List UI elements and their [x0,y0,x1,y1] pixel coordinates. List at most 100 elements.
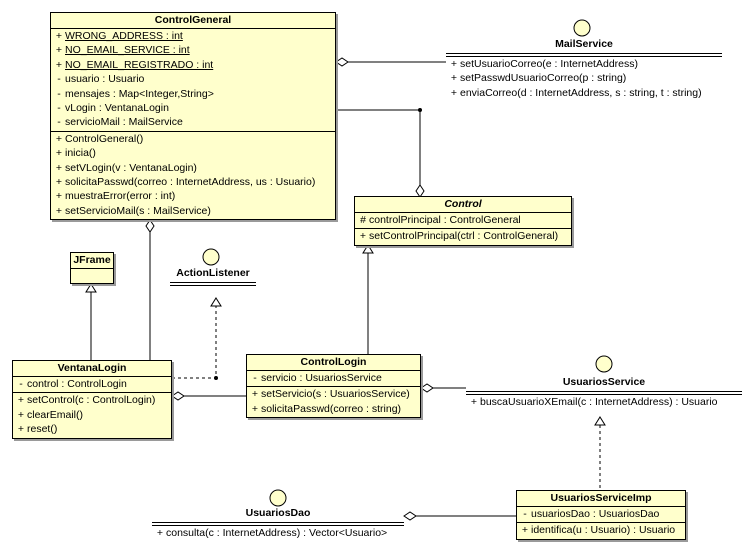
interface-name: UsuariosDao [245,507,311,519]
visibility-marker: - [523,508,527,520]
operation-row: +clearEmail() [13,408,171,422]
operation-text: identifica(u : Usuario) : Usuario [531,524,676,537]
class-jframe[interactable]: JFrame [70,252,114,284]
operation-row: +solicitaPasswd(correo : string) [247,402,420,416]
class-controllogin[interactable]: ControlLogin -servicio : UsuariosService… [246,354,421,419]
attribute-row: -mensajes : Map<Integer,String> [51,87,335,101]
interface-name: UsuariosService [562,376,646,388]
class-name: Control [355,197,571,213]
attribute-text: servicioMail : MailService [65,116,183,129]
attribute-row: -usuariosDao : UsuariosDao [517,507,685,521]
interface-usuariosdao[interactable]: UsuariosDao +consulta(c : InternetAddres… [152,507,404,540]
operation-row: +setVLogin(v : VentanaLogin) [51,161,335,175]
operation-text: enviaCorreo(d : InternetAddress, s : str… [460,86,702,99]
operation-text: reset() [27,423,58,436]
interface-circle-actionlistener [202,248,220,266]
operation-text: setControlPrincipal(ctrl : ControlGenera… [369,230,559,243]
operation-section: +setControl(c : ControlLogin)+clearEmail… [13,393,171,437]
attribute-text: vLogin : VentanaLogin [65,102,169,115]
attribute-text: usuariosDao : UsuariosDao [531,508,660,520]
operation-row: +inicia() [51,146,335,160]
visibility-marker: + [17,408,25,421]
attribute-section: -servicio : UsuariosService [247,371,420,388]
interface-circle-usuariosservice [595,355,613,373]
attribute-text: mensajes : Map<Integer,String> [65,87,214,100]
operation-row: +setControlPrincipal(ctrl : ControlGener… [355,229,571,243]
visibility-marker: + [17,423,25,436]
operation-row: +ControlGeneral() [51,132,335,146]
aggregation-diamond [145,219,155,233]
attribute-text: servicio : UsuariosService [261,372,382,384]
visibility-marker: + [55,190,63,203]
aggregation-diamond [335,57,349,67]
operation-section: +consulta(c : InternetAddress) : Vector<… [152,526,404,540]
operation-text: consulta(c : InternetAddress) : Vector<U… [166,527,388,539]
visibility-marker: + [521,524,529,537]
operation-section: +identifica(u : Usuario) : Usuario [517,523,685,538]
operation-row: +buscaUsuarioXEmail(c : InternetAddress)… [466,395,742,409]
aggregation-diamond [420,383,434,393]
realization-arrow [210,297,222,307]
visibility-marker: + [450,58,458,70]
attribute-text: control : ControlLogin [27,378,127,390]
operation-row: +muestraError(error : int) [51,189,335,203]
junction-dot [214,376,218,380]
class-name: VentanaLogin [13,361,171,377]
visibility-marker: + [55,132,63,145]
operation-section: +ControlGeneral()+inicia()+setVLogin(v :… [51,132,335,219]
interface-usuariosservice[interactable]: UsuariosService +buscaUsuarioXEmail(c : … [466,376,742,409]
operation-row: +consulta(c : InternetAddress) : Vector<… [152,526,404,540]
operation-text: setServicioMail(s : MailService) [65,204,211,217]
attribute-text: usuario : Usuario [65,73,145,86]
visibility-marker: + [359,230,367,243]
operation-text: setServicio(s : UsuariosService) [261,388,410,401]
operation-text: solicitaPasswd(correo : string) [261,402,402,415]
class-name: UsuariosServiceImp [517,491,685,507]
operation-text: setControl(c : ControlLogin) [27,394,156,407]
visibility-marker: + [55,30,63,42]
realization-ventanalogin-actionlistener [172,306,217,379]
class-name: ControlLogin [247,355,420,371]
interface-mailservice[interactable]: MailService +setUsuarioCorreo(e : Intern… [446,38,722,100]
operation-text: setPasswdUsuarioCorreo(p : string) [460,72,627,85]
class-control[interactable]: Control #controlPrincipal : ControlGener… [354,196,572,246]
association-controlgeneral-control [336,109,421,185]
visibility-marker: + [55,204,63,217]
operation-row: +solicitaPasswd(correo : InternetAddress… [51,175,335,189]
attribute-text: NO_EMAIL_REGISTRADO : int [65,58,214,71]
interface-name: MailService [555,38,613,50]
interface-name: ActionListener [176,267,250,279]
aggregation-diamond [171,391,185,401]
visibility-marker: + [251,402,259,415]
operation-row: +reset() [13,422,171,436]
attribute-section: -usuariosDao : UsuariosDao [517,507,685,524]
visibility-marker: + [55,44,63,57]
interface-circle-usuariosdao [269,489,287,507]
interface-divider [152,522,404,526]
operation-section: +setControlPrincipal(ctrl : ControlGener… [355,229,571,244]
class-controlgeneral[interactable]: ControlGeneral +WRONG_ADDRESS : int+NO_E… [50,12,336,221]
visibility-marker: + [156,527,164,539]
visibility-marker: + [55,58,63,71]
operation-section: +setUsuarioCorreo(e : InternetAddress)+s… [446,57,722,100]
visibility-marker: + [470,396,478,408]
attribute-section: #controlPrincipal : ControlGeneral [355,213,571,230]
operation-row: +setPasswdUsuarioCorreo(p : string) [446,71,722,85]
class-name: ControlGeneral [51,13,335,29]
operation-row: +setUsuarioCorreo(e : InternetAddress) [446,57,722,71]
attribute-row: #controlPrincipal : ControlGeneral [355,213,571,227]
class-usuariosserviceimp[interactable]: UsuariosServiceImp -usuariosDao : Usuari… [516,490,686,540]
generalization-arrow [362,244,374,254]
attribute-text: controlPrincipal : ControlGeneral [369,214,521,226]
operation-row: +enviaCorreo(d : InternetAddress, s : st… [446,86,722,100]
operation-text: buscaUsuarioXEmail(c : InternetAddress) … [480,396,718,408]
class-ventanalogin[interactable]: VentanaLogin -control : ControlLogin +se… [12,360,172,439]
operation-text: clearEmail() [27,408,84,421]
interface-actionlistener[interactable]: ActionListener [170,267,256,286]
operation-text: setUsuarioCorreo(e : InternetAddress) [460,58,638,70]
visibility-marker: - [19,378,23,390]
class-name: JFrame [71,253,113,269]
operation-row: +setServicio(s : UsuariosService) [247,387,420,401]
visibility-marker: - [253,372,257,384]
interface-divider [170,282,256,286]
